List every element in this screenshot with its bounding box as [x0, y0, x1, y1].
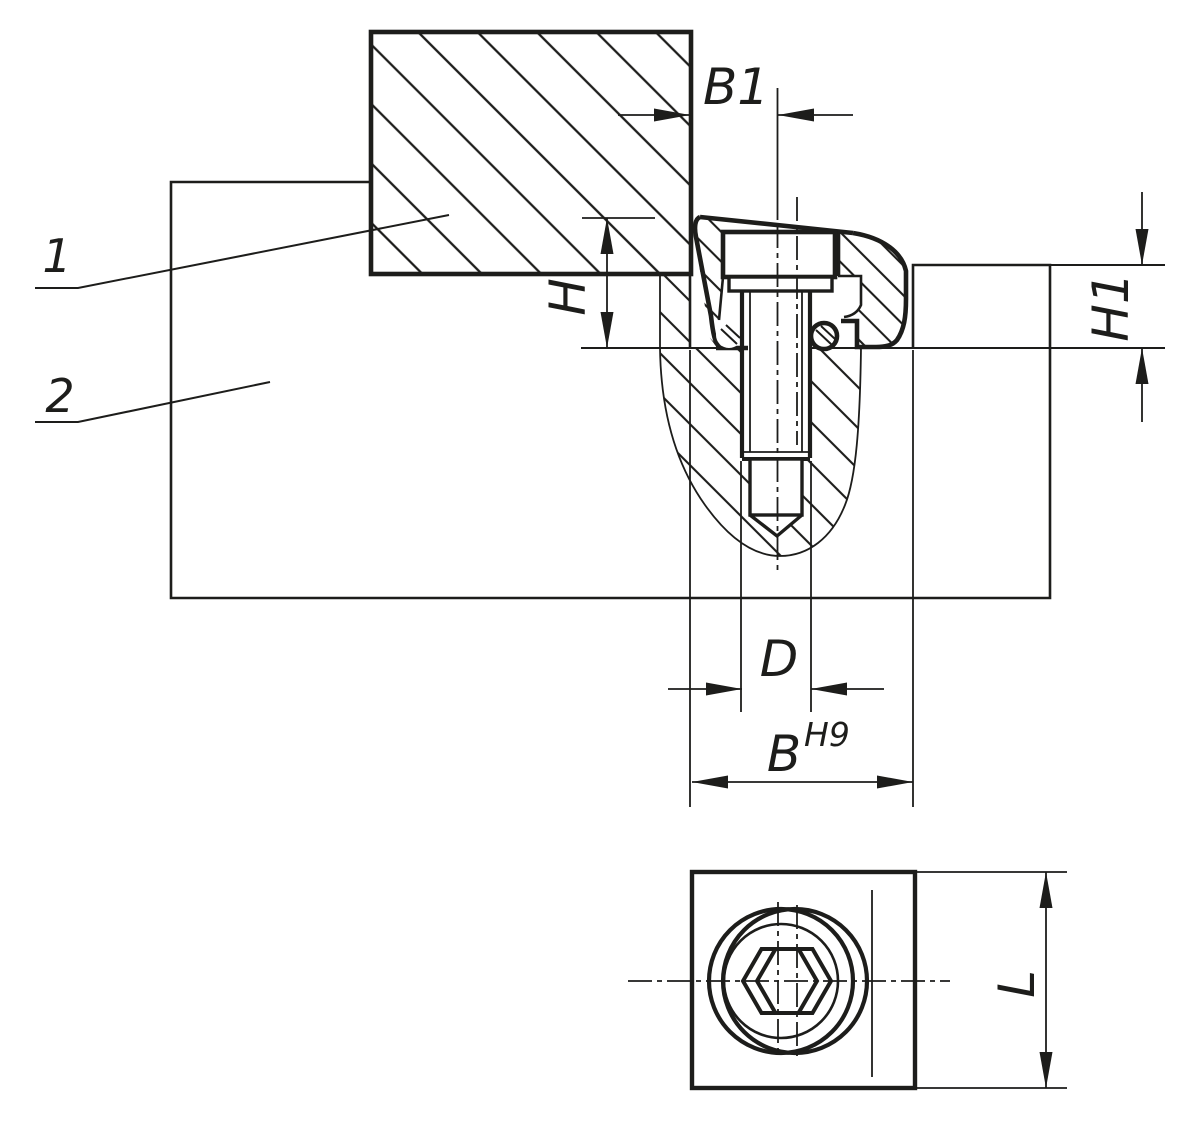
- main-section-view: B1 H H1 D B: [35, 29, 1165, 807]
- washer: [727, 275, 834, 293]
- freeform-break-curve: [659, 347, 862, 557]
- thread-lines: [749, 291, 803, 452]
- screw-head: [720, 229, 838, 280]
- dim-L: L: [915, 871, 1067, 1089]
- clamp-screw: [720, 229, 838, 539]
- dim-B: B H9: [689, 350, 914, 807]
- body-broken-out-section: [659, 274, 862, 712]
- clamp-right-wedge-section: [838, 234, 905, 346]
- o-ring-left: [716, 322, 742, 348]
- centerlines-main: [776, 88, 798, 575]
- leader-part-2: 2: [35, 369, 271, 423]
- clamp-element: [692, 214, 909, 352]
- dim-H-label: H: [539, 278, 597, 316]
- clamp-left-lip-section: [695, 218, 723, 345]
- clamp-body-bottom-outline: [689, 869, 918, 1091]
- screw-tip: [748, 457, 804, 517]
- dim-B1: B1: [618, 58, 853, 122]
- dim-L-label: L: [988, 970, 1046, 998]
- workpiece-block: [368, 29, 694, 277]
- centerlines-bottom: [628, 902, 950, 1058]
- o-ring-right: [808, 320, 840, 352]
- screw-shaft: [739, 291, 813, 458]
- dim-H1-label: H1: [1082, 272, 1140, 341]
- bottom-view: L: [628, 869, 1067, 1091]
- dim-D: D: [668, 630, 884, 696]
- dim-H: H: [539, 217, 655, 348]
- part-1-label: 1: [42, 229, 71, 283]
- dim-B1-label: B1: [703, 58, 769, 116]
- leader-part-1: 1: [35, 214, 450, 289]
- part-2-label: 2: [45, 369, 74, 423]
- dim-H1: H1: [1082, 192, 1149, 422]
- dim-D-label: D: [760, 630, 799, 688]
- dim-B-tolerance: H9: [804, 715, 850, 754]
- dim-B-label: B: [767, 725, 801, 783]
